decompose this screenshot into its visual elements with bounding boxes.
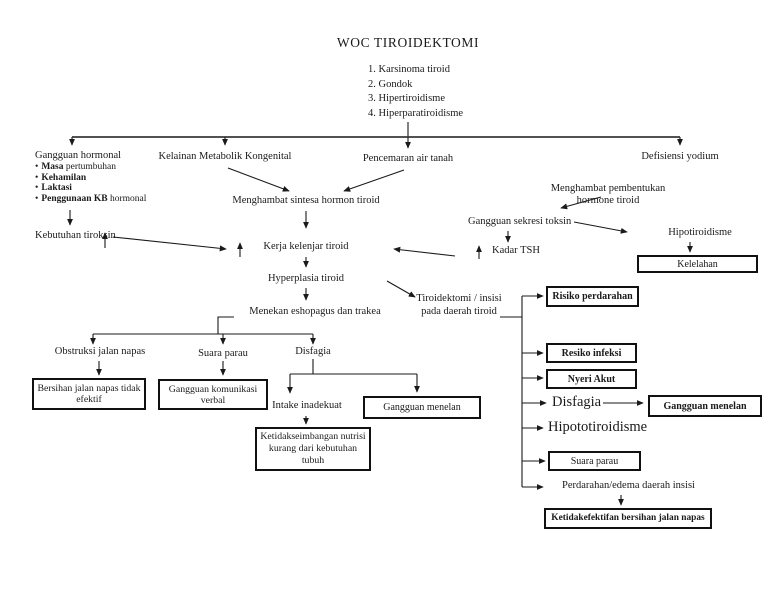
top-branch-connectors [69, 122, 683, 149]
node-hipototiroidisme: Hipototiroidisme [548, 419, 648, 435]
node-tiroidektomi-insisi: Tiroidektomi / insisi pada daerah tiroid [416, 293, 502, 317]
node-suara-parau: Suara parau [198, 348, 248, 359]
node-intake-inadekuat: Intake inadekuat [272, 400, 342, 411]
etiology-item: 3. Hipertiroidisme [368, 93, 445, 104]
bullet-dot: • [35, 172, 39, 183]
node-kelainan-metabolik: Kelainan Metabolik Kongenital [158, 151, 292, 162]
bullet-dot: • [35, 162, 39, 172]
box-bersihan-jalan-napas: Bersihan jalan napas tidak efektif [32, 378, 146, 410]
node-pencemaran-air-tanah: Pencemaran air tanah [362, 153, 454, 164]
box-kelelahan: Kelelahan [637, 255, 758, 273]
node-kadar-tsh: Kadar TSH [492, 245, 540, 256]
box-gangguan-komunikasi-verbal: Gangguan komunikasi verbal [158, 379, 268, 410]
hormonal-factor-item: •Kehamilan [35, 172, 87, 183]
node-gangguan-hormonal: Gangguan hormonal [35, 150, 122, 161]
bullet-dot: • [35, 183, 39, 193]
etiology-item: 4. Hiperparatiroidisme [368, 107, 464, 119]
hormonal-factor-item: •Laktasi [35, 183, 72, 193]
etiology-item: 2. Gondok [368, 78, 413, 90]
page-title: WOC TIROIDEKTOMI [336, 35, 480, 50]
box-nyeri-akut: Nyeri Akut [546, 369, 637, 389]
node-hipotiroidisme: Hipotiroidisme [668, 227, 732, 238]
box-gangguan-menelan: Gangguan menelan [363, 396, 481, 419]
node-menekan-eshopagus: Menekan eshopagus dan trakea [249, 306, 381, 317]
hormonal-factor-item: •Penggunaan KB hormonal [35, 193, 147, 204]
hormonal-factor-item: •Masa pertumbuhan [35, 162, 117, 172]
node-perdarahan-edema: Perdarahan/edema daerah insisi [562, 480, 695, 491]
node-obstruksi-jalan-napas: Obstruksi jalan napas [54, 346, 146, 357]
node-menghambat-pembentukan: Menghambat pembentukan hormone tiroid [550, 183, 666, 206]
box-risiko-perdarahan: Risiko perdarahan [546, 286, 639, 307]
bullet-dot: • [35, 193, 39, 204]
etiology-item: 1. Karsinoma tiroid [368, 64, 450, 75]
hormonal-factor-list: •Masa pertumbuhan •Kehamilan •Laktasi •P… [35, 162, 146, 204]
box-suara-parau-right: Suara parau [548, 451, 641, 471]
box-ketidakefektifan-bersihan: Ketidakefektifan bersihan jalan napas [544, 508, 712, 529]
box-resiko-infeksi: Resiko infeksi [546, 343, 637, 363]
node-disfagia: Disfagia [295, 346, 331, 357]
box-gangguan-menelan-right: Gangguan menelan [648, 395, 762, 417]
node-menghambat-sintesa: Menghambat sintesa hormon tiroid [232, 195, 380, 206]
node-hyperplasia-tiroid: Hyperplasia tiroid [267, 273, 345, 284]
node-disfagia-right: Disfagia [552, 394, 602, 410]
node-kebutuhan-tiroksin: Kebutuhan tiroksin [35, 230, 116, 241]
node-gangguan-sekresi-toksin: Gangguan sekresi toksin [468, 216, 572, 227]
box-ketidakseimbangan-nutrisi: Ketidakseimbangan nutrisi kurang dari ke… [255, 427, 371, 471]
node-kerja-kelenjar-tiroid: Kerja kelenjar tiroid [263, 241, 349, 252]
node-defisiensi-yodium: Defisiensi yodium [641, 151, 719, 162]
etiology-list: 1. Karsinoma tiroid 2. Gondok 3. Hiperti… [368, 63, 463, 121]
